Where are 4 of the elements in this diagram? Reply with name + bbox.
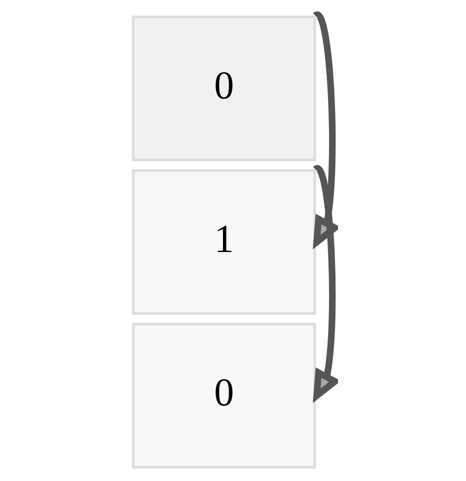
- node-box: 0: [132, 16, 316, 162]
- node-box: 0: [132, 322, 316, 469]
- node-box: 1: [132, 169, 316, 315]
- arrow: [312, 166, 338, 403]
